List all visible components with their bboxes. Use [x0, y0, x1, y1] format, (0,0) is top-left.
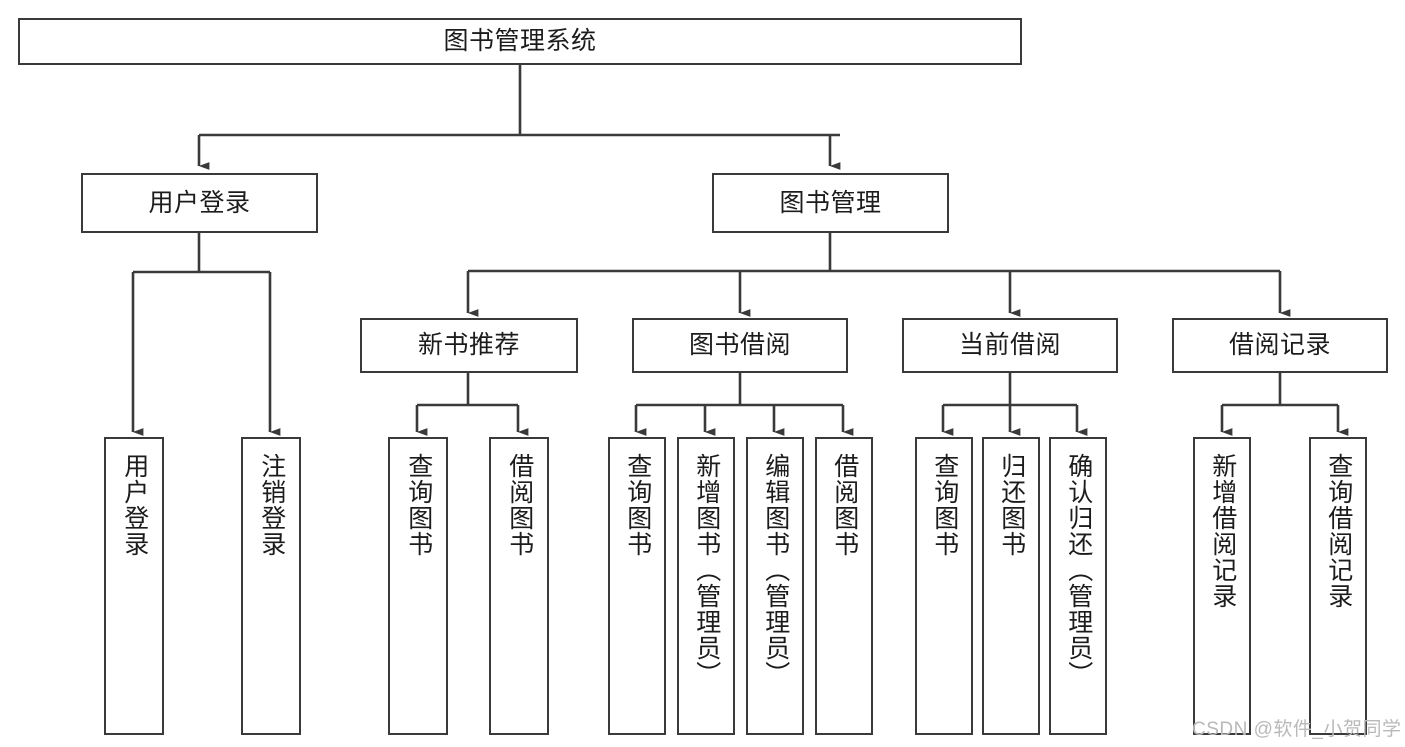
node-label: 图书管理系统	[443, 27, 597, 56]
watermark: CSDN @软件_小贺同学	[1192, 719, 1402, 740]
node-label: 当前借阅	[958, 331, 1061, 360]
node-label: 借阅图书	[505, 453, 534, 557]
leaf-book-borrow-add[interactable]: 新增图书（管理员）	[677, 437, 735, 735]
node-label: 新增图书（管理员）	[692, 453, 721, 687]
node-label: 图书借阅	[688, 331, 791, 360]
node-book-borrow[interactable]: 图书借阅	[632, 318, 848, 373]
node-label: 确认归还（管理员）	[1064, 453, 1093, 687]
node-new-book-recommend[interactable]: 新书推荐	[360, 318, 578, 373]
node-label: 查询图书	[930, 453, 959, 557]
leaf-borrow-record-add[interactable]: 新增借阅记录	[1193, 437, 1251, 735]
node-label: 新书推荐	[417, 331, 520, 360]
node-label: 借阅图书	[830, 453, 859, 557]
leaf-user-login-logout[interactable]: 注销登录	[241, 437, 301, 735]
node-label: 注销登录	[257, 453, 286, 557]
node-label: 查询图书	[623, 453, 652, 557]
node-label: 用户登录	[148, 188, 251, 217]
node-borrow-record[interactable]: 借阅记录	[1172, 318, 1388, 373]
node-user-login[interactable]: 用户登录	[81, 173, 318, 233]
leaf-user-login-login[interactable]: 用户登录	[104, 437, 164, 735]
node-label: 查询借阅记录	[1324, 453, 1353, 609]
leaf-book-borrow-borrow[interactable]: 借阅图书	[815, 437, 873, 735]
node-label: 借阅记录	[1228, 331, 1331, 360]
leaf-current-borrow-confirm[interactable]: 确认归还（管理员）	[1049, 437, 1107, 735]
node-current-borrow[interactable]: 当前借阅	[902, 318, 1118, 373]
leaf-book-borrow-query[interactable]: 查询图书	[608, 437, 666, 735]
leaf-borrow-record-query[interactable]: 查询借阅记录	[1309, 437, 1367, 735]
node-label: 查询图书	[404, 453, 433, 557]
node-label: 编辑图书（管理员）	[761, 453, 790, 687]
node-label: 用户登录	[120, 453, 149, 557]
node-label: 新增借阅记录	[1208, 453, 1237, 609]
node-label: 图书管理	[779, 188, 882, 217]
leaf-new-book-borrow[interactable]: 借阅图书	[489, 437, 549, 735]
node-root-system[interactable]: 图书管理系统	[18, 18, 1022, 65]
leaf-current-borrow-return[interactable]: 归还图书	[982, 437, 1040, 735]
node-book-management[interactable]: 图书管理	[712, 173, 949, 233]
leaf-current-borrow-query[interactable]: 查询图书	[915, 437, 973, 735]
leaf-book-borrow-edit[interactable]: 编辑图书（管理员）	[746, 437, 804, 735]
node-label: 归还图书	[997, 453, 1026, 557]
leaf-new-book-query[interactable]: 查询图书	[388, 437, 448, 735]
